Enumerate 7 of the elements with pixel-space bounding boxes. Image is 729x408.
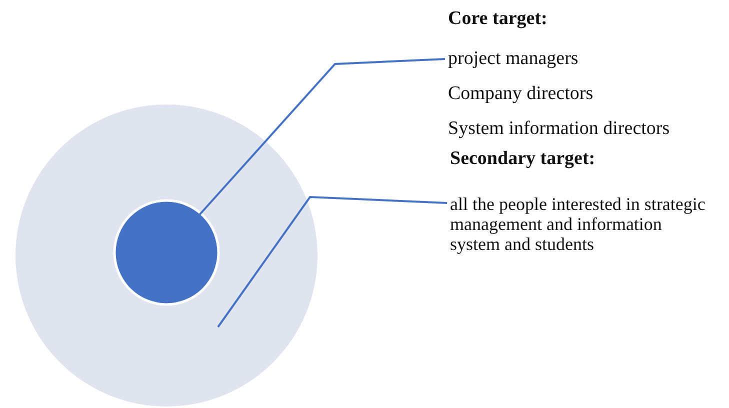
target-heading: Core target: bbox=[448, 8, 548, 30]
description-text: all the people interested in strategic management and information system and students bbox=[450, 194, 706, 254]
audience-item: System information directors bbox=[448, 118, 670, 140]
target-heading: Secondary target: bbox=[450, 148, 596, 170]
audience-item: Company directors bbox=[448, 83, 594, 105]
audience-item: project managers bbox=[448, 48, 578, 70]
leader-line bbox=[217, 196, 448, 328]
